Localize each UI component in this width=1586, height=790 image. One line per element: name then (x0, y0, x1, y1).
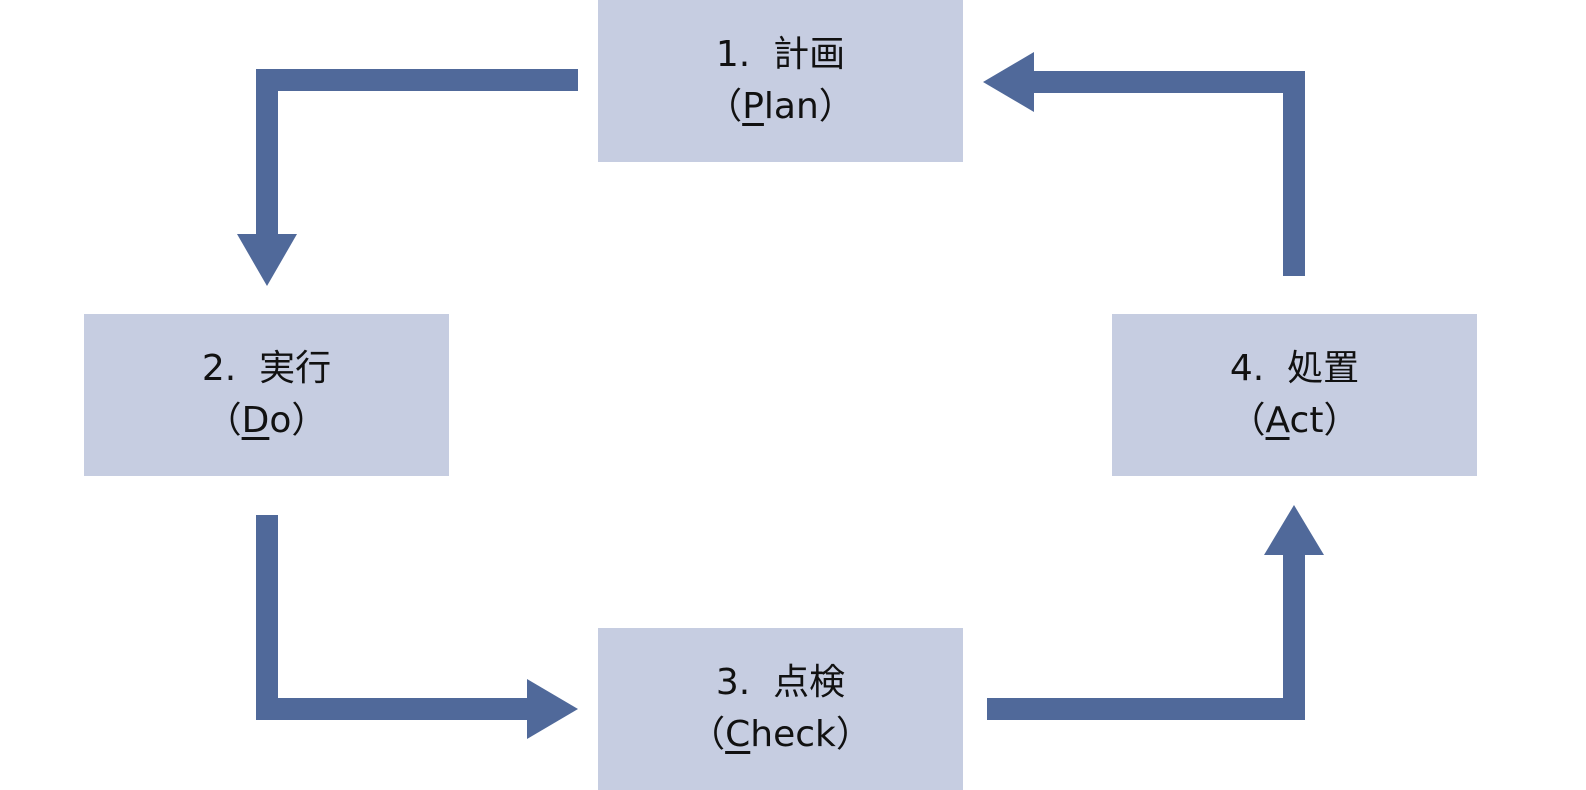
open-paren: （ (706, 86, 743, 127)
step-plan-title: 1. 計画 (715, 34, 846, 75)
step-plan-box: 1. 計画 （Plan） (598, 0, 963, 162)
step-plan-english: （Plan） (706, 81, 855, 133)
step-act-rest: ct (1289, 400, 1324, 441)
close-paren: ） (1323, 400, 1360, 441)
step-act-box: 4. 処置 （Act） (1112, 314, 1477, 476)
step-act-title: 4. 処置 (1229, 348, 1360, 389)
step-act-english: （Act） (1230, 395, 1360, 447)
step-do-title: 2. 実行 (201, 348, 332, 389)
step-do-english: （Do） (206, 395, 328, 447)
arrow-do-to-check (256, 515, 578, 739)
step-do-rest: o (269, 400, 292, 441)
close-paren: ） (291, 400, 328, 441)
step-check-box: 3. 点検 （Check） (598, 628, 963, 790)
step-do-box: 2. 実行 （Do） (84, 314, 449, 476)
step-act-initial: A (1265, 400, 1290, 441)
step-check-english: （Check） (689, 709, 872, 761)
step-plan-initial: P (742, 86, 764, 127)
step-check-title: 3. 点検 (715, 662, 846, 703)
step-plan-rest: lan (763, 86, 819, 127)
open-paren: （ (689, 714, 726, 755)
step-check-initial: C (725, 714, 751, 755)
open-paren: （ (205, 400, 242, 441)
step-check-rest: heck (750, 714, 836, 755)
open-paren: （ (1229, 400, 1266, 441)
arrow-check-to-act (987, 505, 1324, 720)
close-paren: ） (835, 714, 872, 755)
close-paren: ） (818, 86, 855, 127)
step-do-initial: D (241, 400, 270, 441)
arrow-act-to-plan (983, 52, 1305, 276)
arrow-plan-to-do (237, 69, 578, 286)
